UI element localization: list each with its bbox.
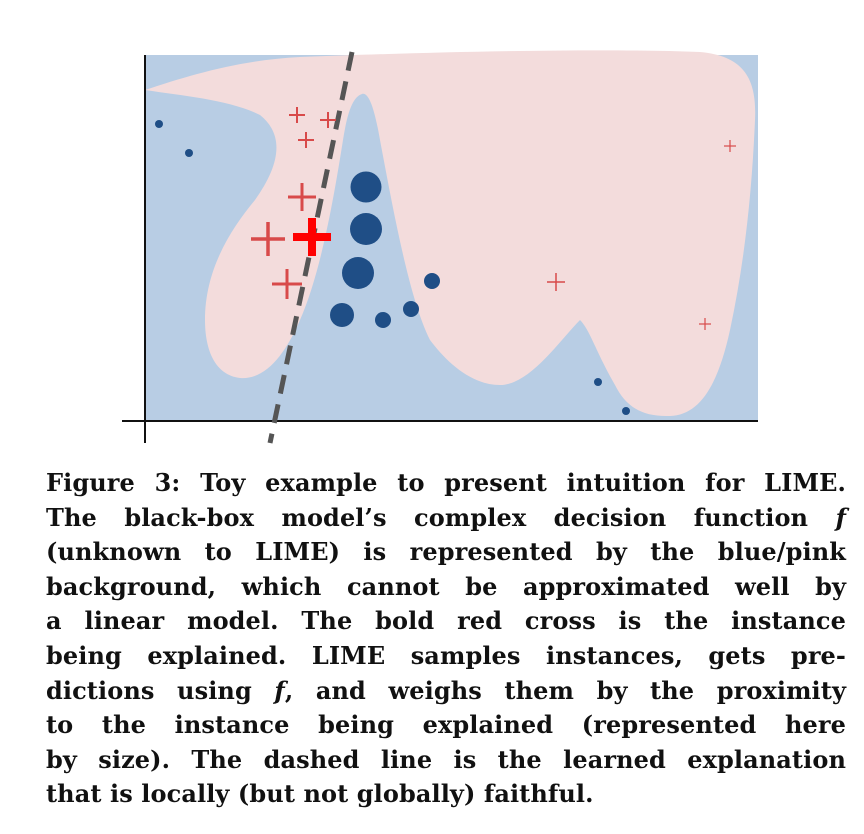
caption-line: being explained. LIME samples instances,… xyxy=(46,640,846,670)
caption-line: that is locally (but not globally) faith… xyxy=(46,779,594,809)
explained-instance-plus-icon xyxy=(293,218,331,256)
plus-icon xyxy=(724,140,736,152)
learned-explanation-line xyxy=(267,51,355,444)
negative-instances xyxy=(155,120,630,415)
positive-instances xyxy=(251,107,736,330)
dot-icon xyxy=(622,407,630,415)
caption-line: background, which cannot be approximated… xyxy=(46,571,846,601)
plus-icon xyxy=(320,112,336,128)
dot-icon xyxy=(424,273,440,289)
caption-line: a linear model. The bold red cross is th… xyxy=(46,606,846,636)
dot-icon xyxy=(403,301,419,317)
plus-icon xyxy=(298,132,314,148)
caption-line: dictions using f, and weighs them by the… xyxy=(46,675,847,705)
plus-icon xyxy=(288,183,316,211)
caption-line: by size). The dashed line is the learned… xyxy=(46,744,846,774)
caption-line: The black-box model’s complex decision f… xyxy=(46,502,846,532)
plus-icon xyxy=(272,269,302,299)
function-symbol: f xyxy=(835,502,846,532)
caption-line: to the instance being explained (represe… xyxy=(46,710,846,740)
dot-icon xyxy=(594,378,602,386)
dot-icon xyxy=(350,213,382,245)
dot-icon xyxy=(155,120,163,128)
function-symbol: f xyxy=(274,675,285,705)
caption-line: Figure 3: Toy example to present intuiti… xyxy=(46,468,846,497)
caption-line: (unknown to LIME) is represented by the … xyxy=(46,537,846,567)
lime-toy-figure xyxy=(122,50,758,444)
plus-icon xyxy=(547,273,565,291)
figure-label: Figure 3: xyxy=(46,468,181,497)
figure-caption: Figure 3: Toy example to present intuiti… xyxy=(46,466,846,812)
plus-icon xyxy=(251,222,285,256)
dot-icon xyxy=(350,171,382,203)
dot-icon xyxy=(342,257,374,289)
plus-icon xyxy=(699,318,711,330)
dot-icon xyxy=(375,312,391,328)
dot-icon xyxy=(185,149,193,157)
dot-icon xyxy=(330,303,354,327)
pink-decision-region xyxy=(145,50,756,417)
plus-icon xyxy=(289,107,305,123)
